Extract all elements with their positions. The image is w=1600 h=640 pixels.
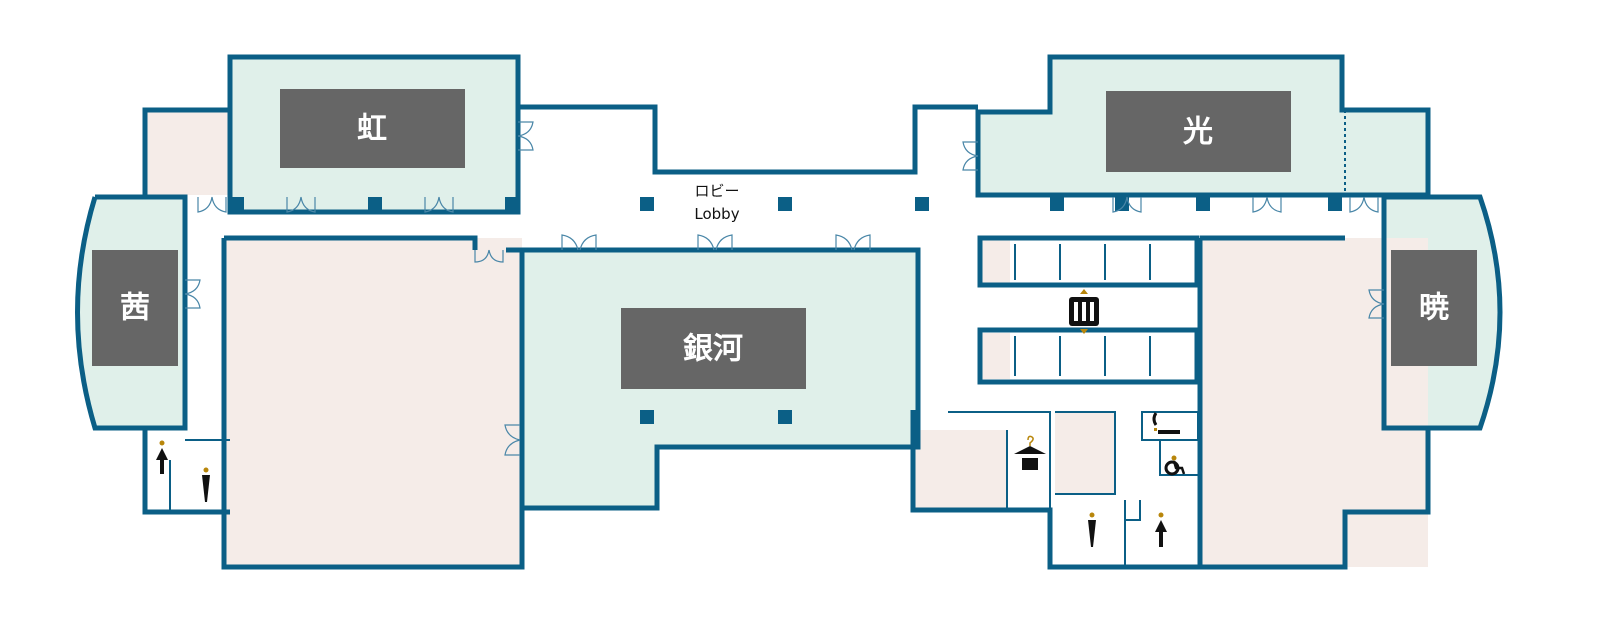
smoking-area-icon <box>1152 412 1180 434</box>
label-akatsuki: 暁 <box>1391 250 1477 366</box>
room-storage-b <box>982 333 1010 379</box>
room-name-akatsuki: 暁 <box>1419 291 1449 326</box>
lobby-label-en: Lobby <box>694 205 739 223</box>
womens-toilet-icon <box>1088 512 1096 547</box>
label-hikari: 光 <box>1106 91 1291 172</box>
accessible-toilet-icon <box>1164 455 1186 476</box>
label-niji: 虹 <box>280 89 465 168</box>
room-service-2 <box>1055 412 1115 494</box>
room-name-akane: 茜 <box>120 291 150 326</box>
room-name-ginga: 銀河 <box>683 332 743 367</box>
room-service-1 <box>915 430 1007 510</box>
room-name-niji: 虹 <box>357 112 387 147</box>
columns <box>230 197 1342 424</box>
room-storage-a <box>982 240 1010 283</box>
cloakroom-icon <box>1014 435 1046 470</box>
doors <box>184 121 1385 456</box>
label-ginga: 銀河 <box>621 308 806 389</box>
room-left-hall <box>224 238 522 567</box>
room-anteroom-left <box>145 110 230 195</box>
mens-toilet-icon-left <box>156 440 168 474</box>
lobby-label-jp: ロビー <box>694 182 739 200</box>
womens-toilet-icon-left <box>202 467 210 502</box>
walls <box>75 54 1503 570</box>
mens-toilet-icon <box>1155 512 1167 547</box>
room-name-hikari: 光 <box>1183 115 1213 150</box>
label-akane: 茜 <box>92 250 178 366</box>
elevator-icon[interactable] <box>1069 289 1099 334</box>
